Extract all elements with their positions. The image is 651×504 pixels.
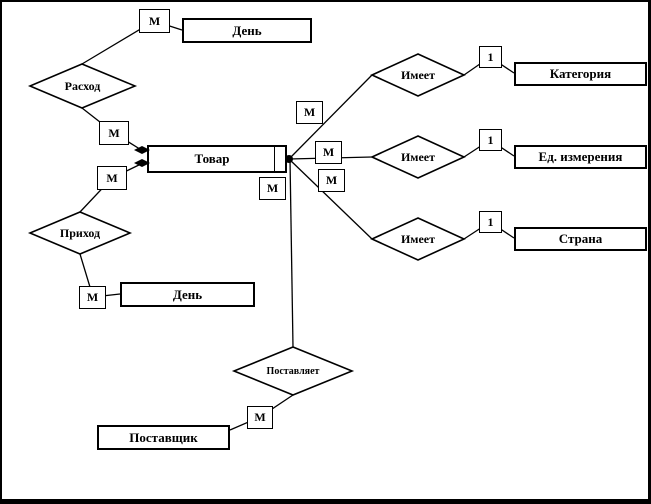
diamond-income [27, 211, 133, 255]
cardinality-many-product-unit: М [315, 141, 342, 164]
cardinality-many-income-day: М [79, 286, 106, 309]
entity-unit-label: Ед. измерения [538, 149, 623, 164]
entity-supplier: Поставщик [97, 425, 230, 450]
diamond-has-category [370, 53, 466, 97]
diamond-supplies [231, 346, 355, 396]
entity-product-divider [274, 145, 275, 173]
entity-country: Страна [514, 227, 647, 251]
entity-product-label: Товар [194, 151, 230, 166]
cardinality-many-expense-product: М [99, 121, 129, 145]
diamond-has-country [370, 217, 466, 261]
entity-category-label: Категория [549, 66, 612, 81]
cardinality-many-product-country: М [318, 169, 345, 192]
cardinality-many-product-category: М [296, 101, 323, 124]
entity-product: Товар [147, 145, 287, 173]
cardinality-many-supplies-supplier: М [247, 406, 273, 429]
entity-country-label: Страна [558, 231, 603, 246]
connector-product-supplies [289, 158, 294, 348]
entity-day-bottom: День [120, 282, 255, 307]
cardinality-many-expense-day: М [139, 9, 170, 33]
cardinality-many-product-supplies: М [259, 177, 286, 200]
cardinality-one-unit: 1 [479, 129, 502, 151]
entity-day-bottom-label: День [172, 286, 203, 302]
entity-supplier-label: Поставщик [129, 429, 198, 445]
cardinality-many-income-product: М [97, 166, 127, 190]
connector-product-hasCategory [288, 74, 373, 160]
cardinality-one-country: 1 [479, 211, 502, 233]
diamond-expense [27, 63, 138, 109]
diamond-has-unit [370, 135, 466, 179]
entity-day-top-label: День [232, 22, 262, 38]
cardinality-one-category: 1 [479, 46, 502, 68]
entity-unit: Ед. измерения [514, 145, 647, 169]
connector-product-hasCountry [288, 158, 373, 240]
entity-category: Категория [514, 62, 647, 86]
entity-day-top: День [182, 18, 312, 43]
